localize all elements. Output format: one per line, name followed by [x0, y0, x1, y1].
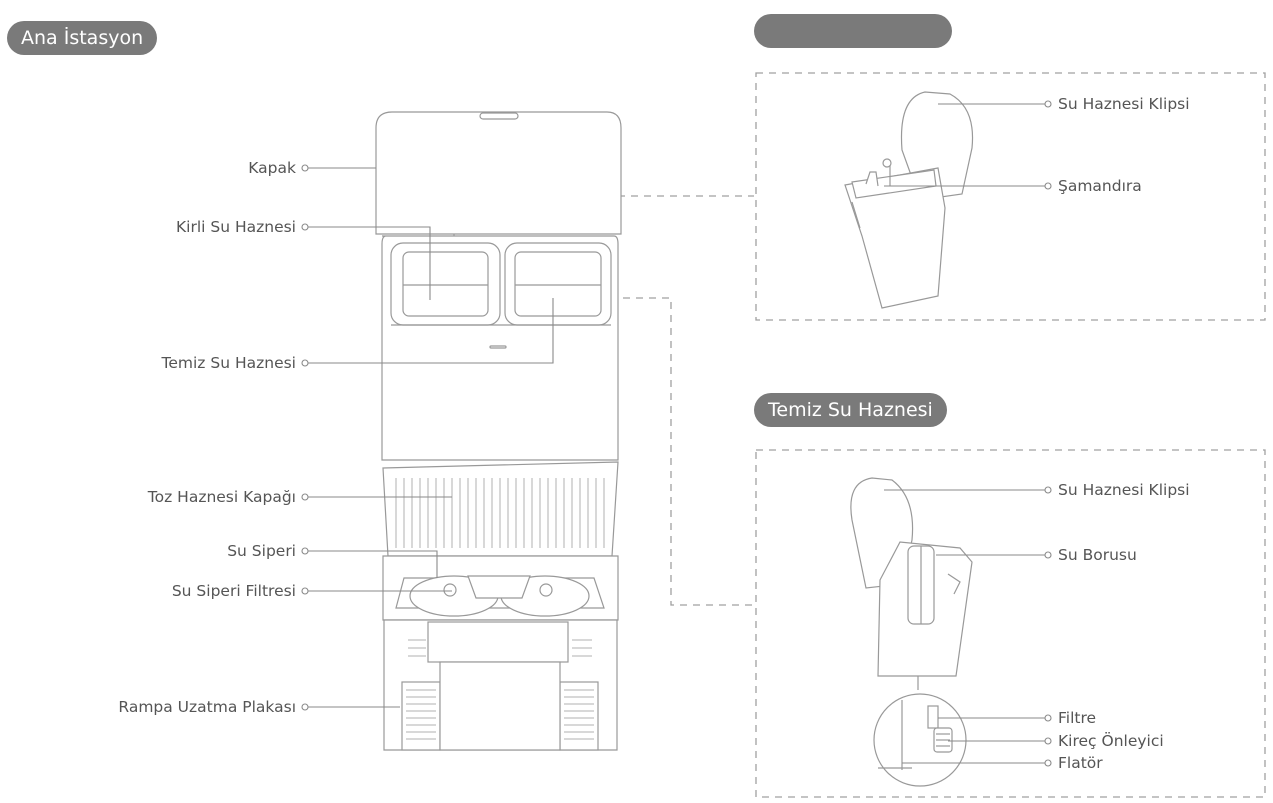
label-dirty-water-tank: Kirli Su Haznesi — [175, 218, 296, 236]
section-title-dirty-tank — [754, 14, 952, 48]
label-filter: Filtre — [1058, 709, 1097, 727]
base-station — [375, 111, 622, 557]
ramp-extension-left — [401, 681, 441, 751]
label-splash-guard-filter: Su Siperi Filtresi — [171, 582, 296, 600]
label-clean-tank-clip: Su Haznesi Klipsi — [1058, 481, 1190, 499]
clean-tank-frame — [755, 449, 1266, 798]
label-dust-cover: Toz Haznesi Kapağı — [147, 488, 296, 506]
label-water-pipe: Su Borusu — [1058, 546, 1137, 564]
clean-tank-detail — [873, 676, 967, 787]
section-title-clean-tank: Temiz Su Haznesi — [754, 393, 947, 427]
dust-cover-slats — [395, 478, 605, 548]
ramp-extension-right — [559, 681, 599, 751]
label-splash-guard: Su Siperi — [227, 542, 296, 560]
section-title-main-station: Ana İstasyon — [7, 21, 158, 55]
label-lid: Kapak — [248, 159, 296, 177]
clean-tank-drawing — [850, 477, 973, 677]
label-floater: Flatör — [1058, 754, 1103, 772]
label-ramp-extension-plate: Rampa Uzatma Plakası — [118, 698, 296, 716]
label-float: Şamandıra — [1058, 177, 1142, 195]
station-base — [382, 555, 619, 751]
label-clean-water-tank: Temiz Su Haznesi — [161, 354, 296, 372]
label-descaler: Kireç Önleyici — [1058, 732, 1164, 750]
clean-tank-connector — [597, 297, 754, 606]
dirty-tank-drawing — [844, 91, 974, 309]
station-lid — [375, 111, 622, 235]
label-dirty-tank-clip: Su Haznesi Klipsi — [1058, 95, 1190, 113]
